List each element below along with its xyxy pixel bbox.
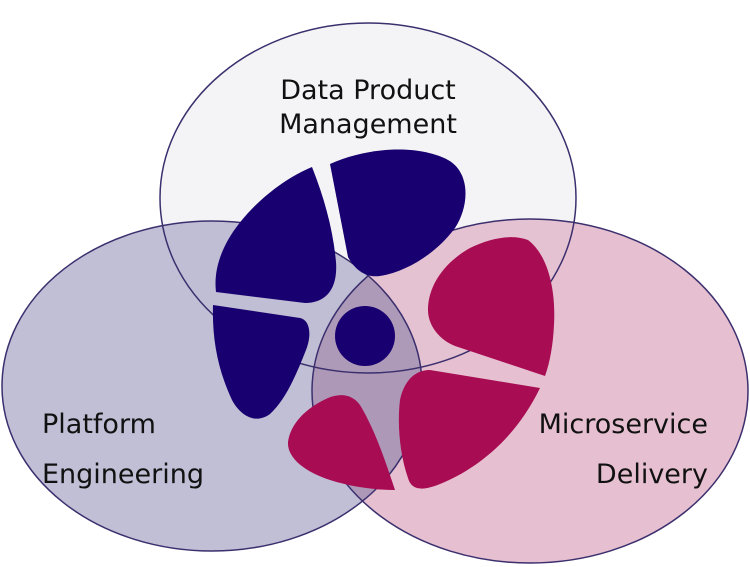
petal-navy-upper-left [215,167,337,303]
overlap-top-left [160,221,422,373]
label-right-line2: Delivery [595,459,708,490]
label-microservice-delivery: Microservice Delivery [539,400,708,500]
label-platform-engineering: Platform Engineering [42,400,204,500]
circle-top-outline [159,22,577,374]
petal-navy-lower-left [212,305,310,419]
petal-magenta-lower-left [287,395,395,490]
petal-magenta-upper-right [428,237,555,376]
petal-navy-upper-right [330,149,466,277]
center-dot-navy [335,306,395,366]
circle-right-outline [311,218,749,564]
label-right-line1: Microservice [538,409,708,440]
label-data-product-management: Data Product Management [0,74,736,142]
label-top-line1: Data Product [280,75,456,106]
label-left-line1: Platform [42,409,156,440]
petal-magenta-lower-right [398,370,540,489]
label-left-line2: Engineering [42,459,204,490]
label-top-line2: Management [279,109,457,140]
overlap-top-right [312,219,576,373]
